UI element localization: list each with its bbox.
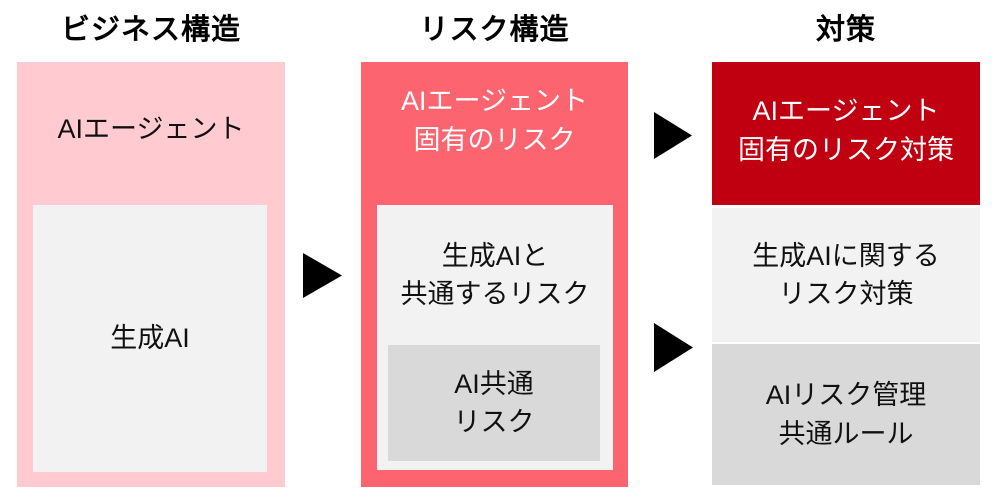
generative-ai-box: 生成AI — [33, 205, 267, 472]
agent-specific-risk-measures-label-container: AIエージェント 固有のリスク対策 — [712, 62, 980, 205]
ai-risk-management-common-rules-label-container: AIリスク管理 共通ルール — [712, 344, 980, 485]
generative-ai-label: 生成AI — [110, 323, 190, 354]
agent-specific-risk-label-container: AIエージェント 固有のリスク — [361, 62, 628, 205]
arrow-right-icon-risk-to-agent-measures — [654, 112, 692, 159]
agent-specific-risk-measures-box: AIエージェント 固有のリスク対策 — [712, 62, 980, 205]
ai-agent-label-container: AIエージェント — [17, 62, 285, 205]
agent-specific-risk-measures-label: AIエージェント 固有のリスク対策 — [738, 96, 954, 165]
genai-common-risk-label-container: 生成AIと 共通するリスク — [377, 205, 613, 345]
agent-specific-risk-box: AIエージェント 固有のリスク 生成AIと 共通するリスク AI共通 リスク — [361, 62, 628, 487]
generative-ai-label-container: 生成AI — [33, 205, 267, 472]
ai-risk-management-common-rules-box: AIリスク管理 共通ルール — [712, 344, 980, 485]
agent-specific-risk-label: AIエージェント 固有のリスク — [401, 86, 588, 155]
arrow-right-icon-business-to-risk — [303, 253, 342, 298]
ai-risk-management-common-rules-label: AIリスク管理 共通ルール — [765, 380, 927, 449]
genai-risk-measures-label-container: 生成AIに関する リスク対策 — [712, 208, 980, 342]
column-title-risk-structure: リスク構造 — [419, 14, 570, 46]
ai-agent-label: AIエージェント — [57, 114, 245, 145]
column-title-measures: 対策 — [815, 14, 876, 46]
genai-common-risk-box: 生成AIと 共通するリスク AI共通 リスク — [377, 205, 613, 470]
genai-common-risk-label: 生成AIと 共通するリスク — [400, 240, 590, 309]
business-structure-box: AIエージェント 生成AI — [17, 62, 285, 487]
ai-common-risk-label: AI共通 リスク — [453, 368, 535, 437]
genai-risk-measures-label: 生成AIに関する リスク対策 — [752, 240, 940, 309]
genai-risk-measures-box: 生成AIに関する リスク対策 — [712, 208, 980, 342]
column-title-business-structure: ビジネス構造 — [60, 14, 241, 46]
ai-common-risk-label-container: AI共通 リスク — [388, 345, 600, 461]
arrow-right-icon-risk-to-common-measures — [654, 323, 693, 372]
ai-common-risk-box: AI共通 リスク — [388, 345, 600, 461]
